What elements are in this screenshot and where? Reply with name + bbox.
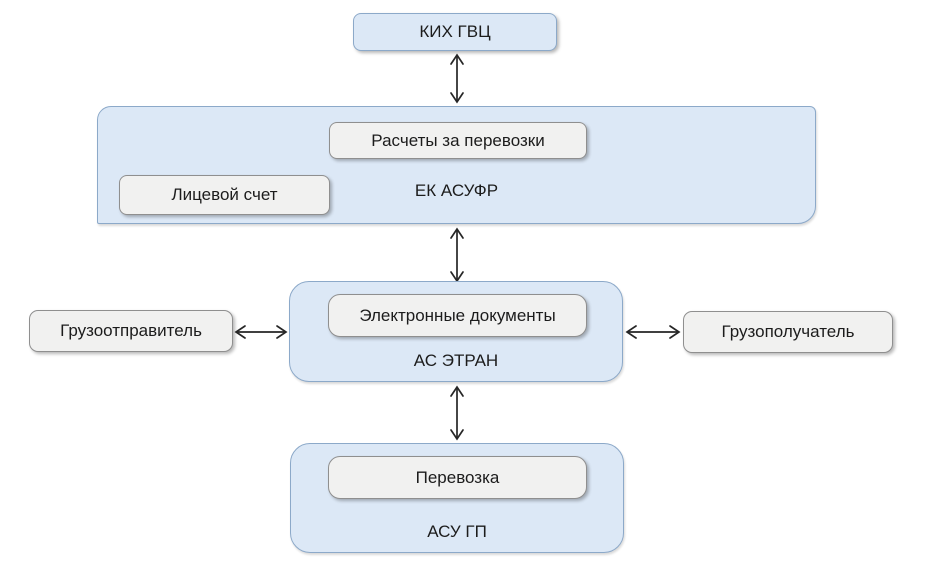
node-elektronnye-dokumenty: Электронные документы <box>328 294 587 337</box>
node-label: КИХ ГВЦ <box>419 22 491 41</box>
node-gruzopoluchatel: Грузополучатель <box>683 311 893 353</box>
node-label: Перевозка <box>415 467 500 487</box>
node-label: АСУ ГП <box>427 522 487 541</box>
node-raschety-za-perevozki: Расчеты за перевозки <box>329 122 587 159</box>
node-perevozka: Перевозка <box>328 456 587 499</box>
arrow-ek-asufr-as-etran <box>450 227 464 283</box>
arrow-as-etran-gruzopoluchatel <box>625 325 681 339</box>
node-ek-asufr: Расчеты за перевозки Лицевой счет ЕК АСУ… <box>97 106 816 224</box>
node-label: Лицевой счет <box>171 185 278 204</box>
arrow-as-etran-asu-gp <box>450 385 464 441</box>
node-label: Грузополучатель <box>721 322 855 341</box>
node-as-etran: Электронные документы АС ЭТРАН <box>289 281 623 382</box>
node-label: Грузоотправитель <box>60 321 202 340</box>
node-gruzootpravitel: Грузоотправитель <box>29 310 233 352</box>
node-licevoy-schet: Лицевой счет <box>119 175 330 215</box>
node-asu-gp: Перевозка АСУ ГП <box>290 443 624 553</box>
node-label: Расчеты за перевозки <box>371 130 545 150</box>
arrow-gruzootpravitel-as-etran <box>234 325 288 339</box>
node-kih-gvc: КИХ ГВЦ <box>353 13 557 51</box>
arrow-kih-gvc-ek-asufr <box>450 53 464 104</box>
node-label: Электронные документы <box>359 305 556 325</box>
node-label: АС ЭТРАН <box>413 351 499 370</box>
node-label: ЕК АСУФР <box>414 181 499 200</box>
